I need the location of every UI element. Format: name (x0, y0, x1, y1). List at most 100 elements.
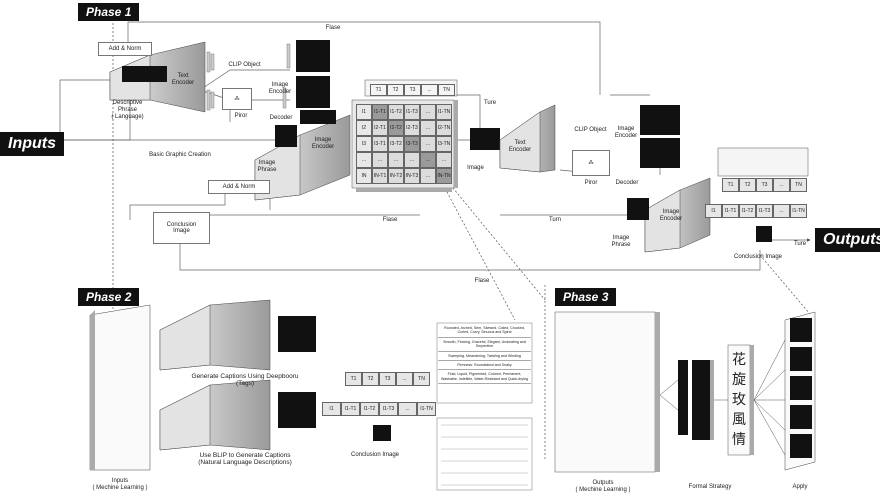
matrix-cell: IN-T3 (404, 168, 420, 184)
matrix-cell: IN-T1 (372, 168, 388, 184)
flase-top-label: Flase (325, 25, 341, 31)
piror-label-2: Piror (584, 180, 598, 186)
strip-cell: ... (396, 372, 413, 386)
strip-cell: I1-T2 (739, 204, 756, 218)
descriptive-phrase-label: Descriptive Phrase ( Language) (111, 100, 144, 120)
description-item: Firmness: Roundabout and Snaky (438, 361, 531, 371)
matrix-cell: ... (388, 152, 404, 168)
matrix-cell: I1 (356, 104, 372, 120)
matrix-cell: I3-T3 (404, 136, 420, 152)
description-item: Smooth, Flowing, Graceful, Elegant, Undu… (438, 338, 531, 352)
matrix-cell: I3-T2 (388, 136, 404, 152)
phase3-outputs-label: Outputs ( Mechine Learning ) (575, 480, 631, 493)
matrix-cell: ... (356, 152, 372, 168)
image-encoder-label-3: Image Encoder (614, 126, 638, 139)
formal-strategy-label: Formal Strategy (688, 484, 732, 490)
matrix-header-cell: T1 (370, 84, 387, 96)
matrix-cell: ... (436, 152, 452, 168)
description-item: Sweeping, Meandering, Twisting and Windi… (438, 352, 531, 362)
strip-cell: I1 (322, 402, 341, 416)
matrix-cell: I2-T3 (404, 120, 420, 136)
strip-cell: ... (773, 178, 790, 192)
matrix-cell: ... (420, 168, 436, 184)
phase3-output-grid (554, 311, 660, 473)
deepbooru-caption-label: Generate Captions Using Deepbooru (Tags) (191, 373, 299, 387)
clip-object-label-2: CLIP Object (574, 127, 607, 133)
matrix-cell: ... (420, 136, 436, 152)
strip-cell: T1 (345, 372, 362, 386)
matrix-cell: I1-T1 (372, 104, 388, 120)
phase2-input-grid (89, 304, 151, 471)
matrix-cell: I2-T1 (372, 120, 388, 136)
decoder-label-2: Decoder (615, 180, 639, 186)
phase3-formal-strategy-strips (678, 344, 754, 456)
strip-cell: T3 (379, 372, 396, 386)
ink-image-thumbnails-1 (296, 40, 336, 124)
image-encoder-label-1: Image Encoder (268, 82, 292, 95)
image-encoder-block-2 (627, 177, 711, 253)
inputs-badge: Inputs (0, 132, 64, 156)
outputs-badge: Outputs (815, 228, 880, 252)
strip-cell: ... (773, 204, 790, 218)
strip-cell: TN (790, 178, 807, 192)
add-norm-box-2: Add & Norm (208, 180, 270, 194)
conclusion-image-box: Conclusion Image (153, 212, 210, 244)
phase-1-badge: Phase 1 (78, 3, 140, 21)
text-encoder-block-1 (109, 41, 206, 113)
blip-caption-label: Use BLIP to Generate Captions (Natural L… (198, 452, 292, 466)
phase-3-badge: Phase 3 (555, 288, 617, 306)
strip-cell: ... (398, 402, 417, 416)
matrix-cell: ... (420, 104, 436, 120)
matrix-cell: IN (356, 168, 372, 184)
basic-graphic-creation-label: Basic Graphic Creation (149, 152, 211, 158)
description-list: Rounded, Arched, Sem, Skewed, Coiled, Cr… (438, 324, 531, 385)
matrix-cell: I2-TN (436, 120, 452, 136)
apply-label: Apply (792, 484, 808, 490)
matrix-header-cell: T2 (387, 84, 404, 96)
strip-cell: I1 (705, 204, 722, 218)
text-encoder-label-2: Text Encoder (508, 140, 532, 153)
description-item: Rounded, Arched, Sem, Skewed, Coiled, Cr… (438, 324, 531, 338)
add-norm-box-1: Add & Norm (98, 42, 152, 56)
description-item: Fluid, Liquid, Pigmented, Colored, Perma… (438, 370, 531, 385)
matrix-header-cell: TN (438, 84, 455, 96)
image-strip-right (470, 104, 556, 173)
matrix-header-cell: ... (421, 84, 438, 96)
ture-label-1: Ture (483, 100, 497, 106)
matrix-cell: I2-T2 (388, 120, 404, 136)
dotted-guides (112, 15, 816, 470)
strip-cell: T2 (739, 178, 756, 192)
matrix-cell: I1-TN (436, 104, 452, 120)
matrix-cell: ... (420, 120, 436, 136)
matrix-cell: I3-T1 (372, 136, 388, 152)
matrix-cell: ... (420, 152, 436, 168)
phase2-encoders (159, 299, 391, 451)
matrix-cell: I2 (356, 120, 372, 136)
matrix-row: .................. (356, 152, 452, 168)
phase3-apply-column (784, 311, 816, 471)
matrix-cell: I1-T2 (388, 104, 404, 120)
phase2-inputs-label: Inputs ( Mechine Learning ) (92, 478, 148, 491)
strip-cell: I1-T2 (360, 402, 379, 416)
flase-bottom-label: Flase (474, 278, 490, 284)
strip-cell: T3 (756, 178, 773, 192)
image-phrase-label-2: Image Phrase (611, 235, 631, 248)
matrix-cell: ... (404, 152, 420, 168)
ink-image-thumbnails-2 (640, 105, 680, 168)
turn-label: Turn (548, 217, 562, 223)
decoder-label-1: Decoder (269, 115, 293, 121)
matrix-cell: I3 (356, 136, 372, 152)
clip-stack-1 (206, 43, 291, 111)
image-phrase-label-1: Image Phrase (257, 160, 277, 173)
strip-cell: I1-TN (417, 402, 436, 416)
